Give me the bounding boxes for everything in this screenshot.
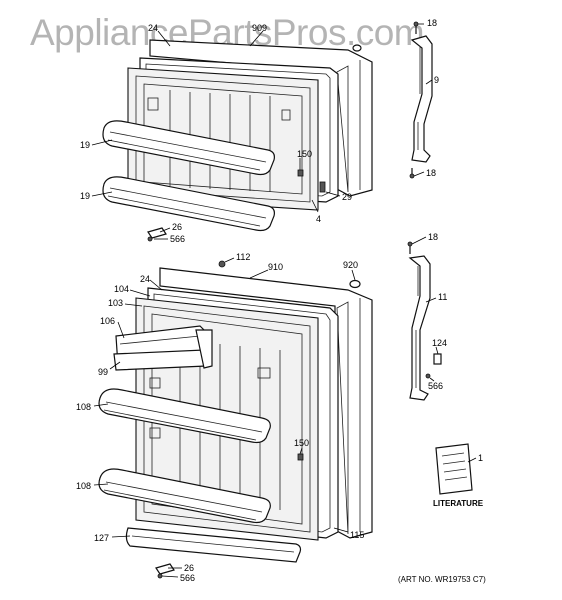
callout-9: 9 <box>434 75 439 85</box>
fresh-food-door-assembly <box>98 267 373 563</box>
callout-11: 11 <box>438 292 447 302</box>
plug-112 <box>218 260 226 268</box>
callout-910: 910 <box>268 262 283 272</box>
callout-4: 4 <box>316 214 321 224</box>
callout-1: 1 <box>478 453 483 463</box>
freezer-door-assembly <box>102 39 373 232</box>
callout-108-lower: 108 <box>76 481 91 491</box>
bottom-shelf-trim <box>125 527 302 563</box>
callout-566-mid: 566 <box>428 381 443 391</box>
art-number: (ART NO. WR19753 C7) <box>398 575 486 584</box>
callout-18-top: 18 <box>427 18 437 28</box>
callout-115: 115 <box>350 530 364 540</box>
stop-bracket-26-upper <box>147 227 167 242</box>
stop-bracket-26-lower <box>155 563 175 579</box>
callout-24-lower: 24 <box>140 274 150 284</box>
callout-18-lower: 18 <box>428 232 438 242</box>
literature-booklet <box>435 443 473 495</box>
callout-103: 103 <box>108 298 123 308</box>
callout-108-upper: 108 <box>76 402 91 412</box>
screw-18c <box>407 241 413 254</box>
callout-29: 29 <box>342 192 352 202</box>
door-shelf-lower <box>98 468 271 524</box>
dairy-compartment <box>113 325 213 371</box>
callout-99: 99 <box>98 367 108 377</box>
callout-124: 124 <box>432 338 447 348</box>
callout-26-upper: 26 <box>172 222 182 232</box>
screw-566b <box>425 373 431 379</box>
callout-566-upper: 566 <box>170 234 185 244</box>
bracket-124 <box>433 353 442 365</box>
freezer-door-handle <box>410 35 433 163</box>
callout-127: 127 <box>94 533 109 543</box>
screw-18b <box>409 168 415 179</box>
literature-label: LITERATURE <box>433 499 484 508</box>
callout-150-upper: 150 <box>297 149 312 159</box>
callout-19-lower: 19 <box>80 191 90 201</box>
callout-104: 104 <box>114 284 129 294</box>
callout-566-lower: 566 <box>180 573 195 583</box>
screw-18a <box>413 21 419 34</box>
grommet-920 <box>349 279 361 289</box>
callout-150-lower: 150 <box>294 438 309 448</box>
callout-909: 909 <box>252 23 267 33</box>
freezer-shelf-upper <box>102 120 275 176</box>
callout-18-mid: 18 <box>426 168 436 178</box>
door-shelf-upper <box>98 388 271 444</box>
callout-920: 920 <box>343 260 358 270</box>
callout-106: 106 <box>100 316 115 326</box>
callout-19-upper: 19 <box>80 140 90 150</box>
callout-24-upper: 24 <box>148 23 158 33</box>
fresh-food-door-handle <box>408 255 431 401</box>
callout-112: 112 <box>236 252 250 262</box>
grommet-top <box>352 44 362 52</box>
callout-26-lower: 26 <box>184 563 194 573</box>
freezer-shelf-lower <box>102 176 275 232</box>
callout-labels: 24 909 18 9 18 19 19 150 29 4 26 566 18 … <box>76 18 483 583</box>
leader-lines <box>91 23 477 578</box>
